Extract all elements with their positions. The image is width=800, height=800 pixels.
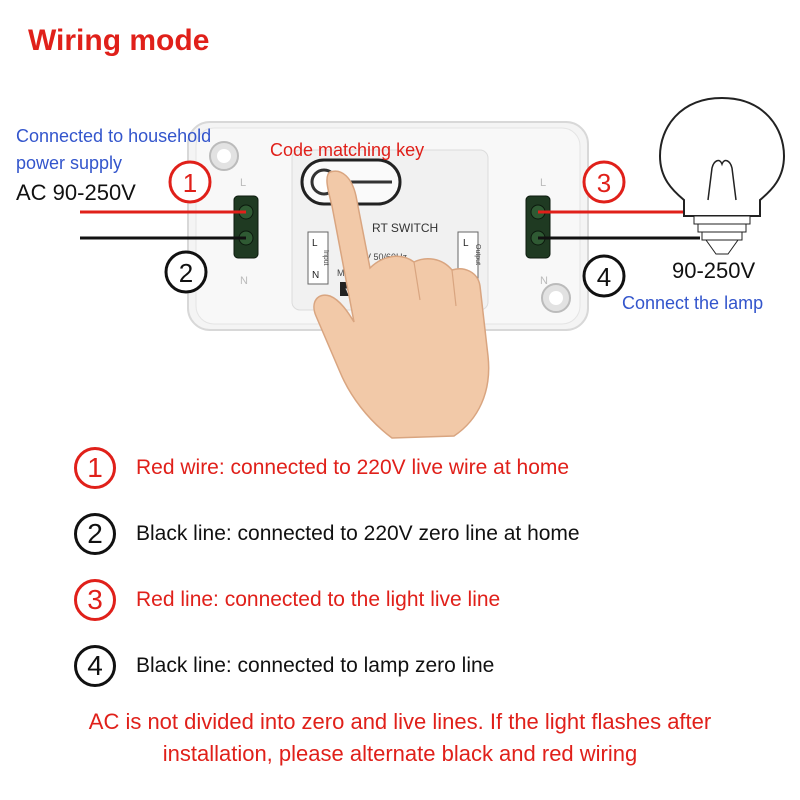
legend-text-1: Red wire: connected to 220V live wire at… bbox=[136, 456, 570, 479]
legend-text-2: Black line: connected to 220V zero line … bbox=[136, 522, 580, 545]
page-title: Wiring mode bbox=[28, 24, 210, 57]
lamp-voltage: 90-250V bbox=[672, 258, 756, 283]
legend-item-3: 3 Red line: connected to the light live … bbox=[74, 575, 500, 625]
legend-badge-1: 1 bbox=[74, 447, 116, 489]
svg-text:N: N bbox=[240, 275, 248, 287]
svg-text:N: N bbox=[540, 275, 548, 287]
svg-text:N: N bbox=[312, 270, 319, 281]
pointing-hand bbox=[313, 170, 490, 439]
source-label-line2: power supply bbox=[16, 153, 123, 173]
svg-text:L: L bbox=[240, 177, 246, 189]
note-line1: AC is not divided into zero and live lin… bbox=[88, 709, 712, 734]
legend-badge-4: 4 bbox=[74, 645, 116, 687]
legend-text-4: Black line: connected to lamp zero line bbox=[136, 654, 495, 677]
svg-text:L: L bbox=[463, 238, 469, 249]
marker-2: 2 bbox=[164, 250, 208, 294]
legend-badge-2: 2 bbox=[74, 513, 116, 555]
source-voltage: AC 90-250V bbox=[16, 180, 136, 205]
wiring-diagram: RT SWITCH V 50/60Hz Maxloa L N Input L N… bbox=[80, 96, 786, 439]
svg-text:4: 4 bbox=[597, 262, 611, 292]
lamp-label: Connect the lamp bbox=[622, 293, 764, 313]
light-bulb-icon bbox=[658, 96, 786, 255]
device-spec: V 50/60Hz bbox=[365, 252, 408, 262]
svg-text:L: L bbox=[540, 177, 546, 189]
marker-4: 4 bbox=[582, 254, 626, 298]
output-label: Output bbox=[474, 244, 481, 265]
legend-item-2: 2 Black line: connected to 220V zero lin… bbox=[74, 509, 580, 559]
output-terminal bbox=[525, 195, 551, 259]
device-label: RT SWITCH bbox=[372, 221, 438, 235]
svg-text:2: 2 bbox=[179, 258, 193, 288]
note-line2: installation, please alternate black and… bbox=[162, 741, 638, 766]
marker-3: 3 bbox=[582, 160, 626, 204]
marker-1: 1 bbox=[168, 160, 212, 204]
wiring-note: AC is not divided into zero and live lin… bbox=[20, 706, 780, 770]
input-label: Input bbox=[322, 250, 329, 266]
legend-badge-3: 3 bbox=[74, 579, 116, 621]
svg-text:L: L bbox=[312, 238, 318, 249]
source-label-line1: Connected to household bbox=[16, 126, 212, 146]
input-terminal bbox=[233, 195, 259, 259]
legend-text-3: Red line: connected to the light live li… bbox=[136, 588, 501, 611]
legend-item-1: 1 Red wire: connected to 220V live wire … bbox=[74, 443, 569, 493]
svg-text:1: 1 bbox=[183, 168, 197, 198]
svg-text:3: 3 bbox=[597, 168, 611, 198]
key-label: Code matching key bbox=[270, 140, 425, 160]
legend-item-4: 4 Black line: connected to lamp zero lin… bbox=[74, 641, 494, 691]
